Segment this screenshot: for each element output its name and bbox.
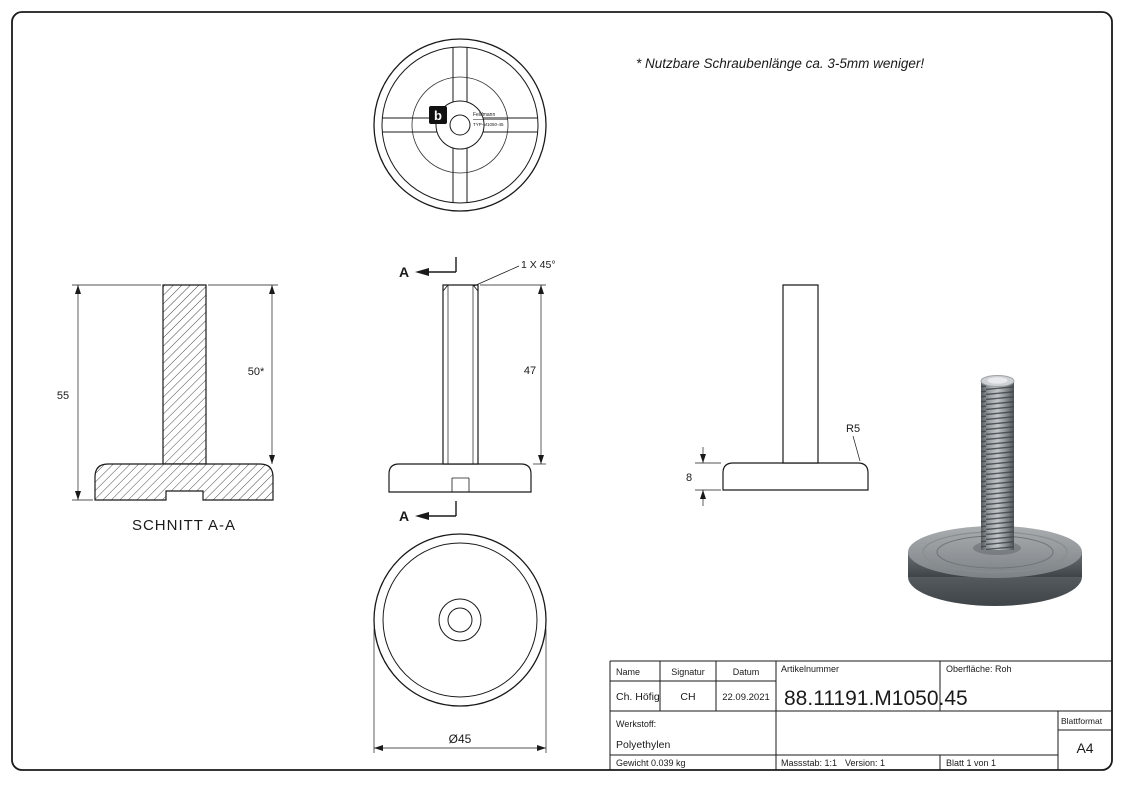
front-stem [443,285,478,464]
oberflaeche-value: Oberfläche: Roh [946,664,1012,674]
brand-label-line1: Feldmann [473,112,495,118]
top-view-spokes [382,47,537,202]
render-3d [908,375,1082,606]
dim-47 [480,285,546,464]
col-signatur-header: Signatur [671,667,705,677]
cut-marker-bottom: A [399,508,409,524]
sheet-border [12,12,1112,770]
datum-value: 22.09.2021 [722,692,770,703]
dim-50 [208,285,278,464]
name-value: Ch. Höfig [616,691,660,703]
section-view: 55 50* SCHNITT A-A [57,285,278,534]
dim-stem-length-label: 47 [524,365,536,377]
radius-label: R5 [846,423,860,435]
brand-logo-glyph: b [434,108,442,123]
gewicht-value: Gewicht 0.039 kg [616,758,686,768]
chamfer-label: 1 X 45° [521,259,556,271]
col-artikelnummer-header: Artikelnummer [781,664,839,674]
top-view-center-hole [450,115,470,135]
col-datum-header: Datum [733,667,760,677]
bottom-view-center-hole [448,608,472,632]
artikelnummer-value: 88.11191.M1050.45 [784,687,968,710]
side-stem [783,285,818,463]
dim-diameter [374,629,546,753]
top-view-outer-circle [374,39,546,211]
massstab-value: Massstab: 1:1 [781,758,837,768]
note-text: * Nutzbare Schraubenlänge ca. 3-5mm weni… [636,56,924,71]
front-view: 1 X 45° 47 A A [389,257,556,524]
dim-total-height-label: 55 [57,390,69,402]
brand-logo-icon [429,106,447,124]
col-name-header: Name [616,667,640,677]
dim-base-height-label: 8 [686,472,692,484]
signatur-value: CH [680,691,695,703]
werkstoff-label: Werkstoff: [616,719,656,729]
blattformat-value: A4 [1076,740,1093,756]
bottom-view-outer-circle [374,534,546,706]
dim-55 [72,285,161,500]
dim-8 [695,447,721,506]
cut-plane-top [415,257,456,276]
version-value: Version: 1 [845,758,885,768]
dim-usable-length-label: 50* [248,366,265,378]
brand-label-line2: TYP-M1050-45 [473,122,504,127]
side-view: 8 R5 [686,285,868,506]
section-title: SCHNITT A-A [132,517,236,534]
section-base [95,464,273,500]
blatt-value: Blatt 1 von 1 [946,758,996,768]
cut-plane-bottom [415,501,456,520]
top-view: b Feldmann TYP-M1050-45 [374,39,546,211]
cut-marker-top: A [399,264,409,280]
side-base [723,463,868,490]
werkstoff-value: Polyethylen [616,739,670,751]
dim-diameter-label: Ø45 [449,732,472,746]
section-stem [163,285,206,464]
render-base-top [908,526,1082,578]
bottom-view: Ø45 [374,534,546,753]
blattformat-label: Blattformat [1061,716,1103,726]
title-block: Name Signatur Datum Artikelnummer Oberfl… [610,661,1112,770]
